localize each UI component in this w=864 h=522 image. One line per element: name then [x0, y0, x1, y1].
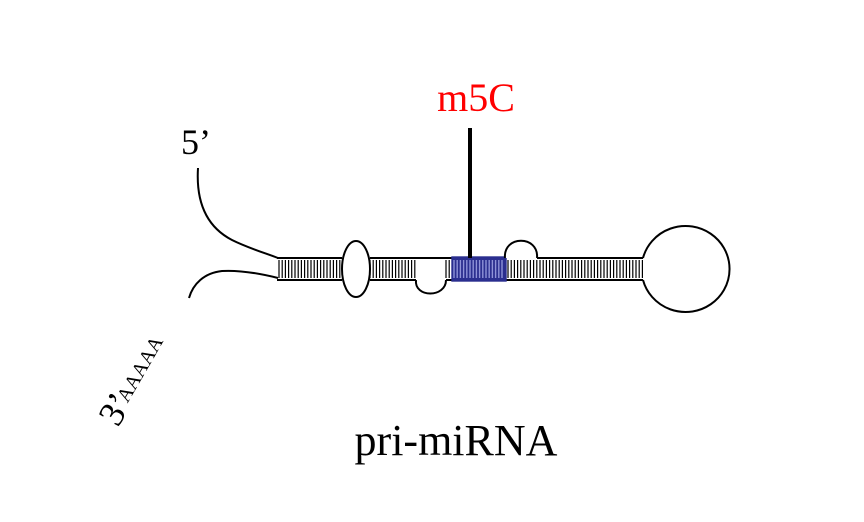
five-prime-label: 5’: [181, 122, 211, 162]
three-prime-strand: [188, 269, 279, 299]
top-bulge: [503, 239, 539, 259]
base-pair-hatching: [278, 260, 644, 278]
m5c-modified-region: [451, 256, 507, 282]
molecule-label: pri-miRNA: [355, 416, 558, 465]
m5c-label: m5C: [437, 75, 515, 120]
five-prime-strand: [196, 167, 279, 259]
terminal-loop: [642, 225, 731, 313]
three-prime-end-label: 3’ AAAAA: [90, 332, 168, 432]
poly-a-tail-label: AAAAA: [113, 332, 168, 406]
bottom-bulge: [414, 279, 447, 295]
internal-loop: [341, 240, 371, 298]
